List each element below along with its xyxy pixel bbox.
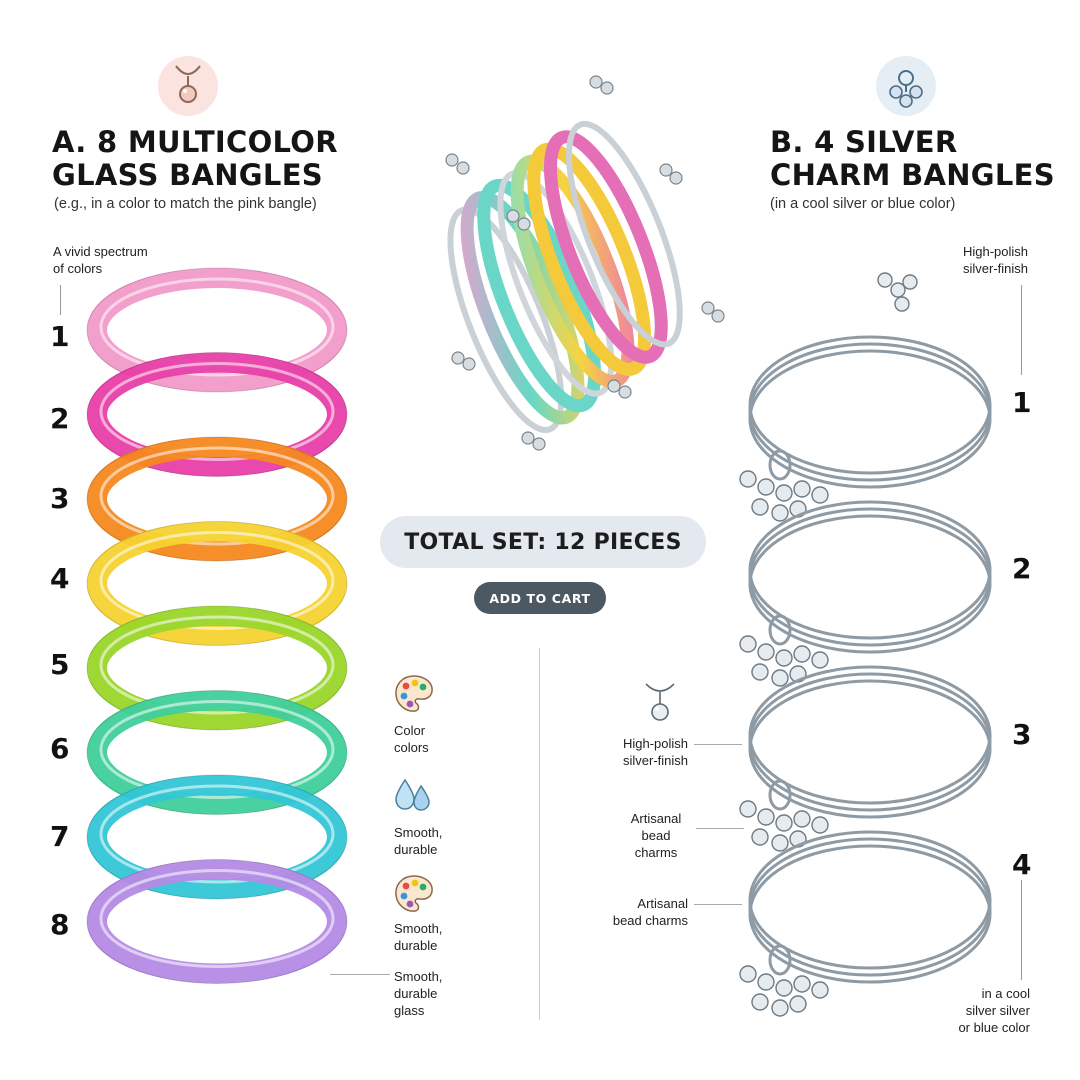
pendant-icon	[640, 678, 680, 728]
charm-badge	[876, 56, 936, 116]
silver-bangle-3	[739, 665, 992, 852]
bangle-number-6: 6	[50, 732, 70, 765]
callout-high-polish: High-polish silver-finish	[622, 736, 688, 768]
bangle-number-4: 4	[50, 562, 70, 595]
glass-bangle-1	[86, 267, 348, 393]
bead-charm	[775, 649, 793, 667]
glass-bangle-5	[86, 605, 348, 731]
palette-icon	[392, 872, 436, 916]
bead-charm	[793, 645, 811, 663]
right-subtitle: (in a cool silver or blue color)	[770, 196, 956, 212]
bead-charm	[757, 973, 775, 991]
bead-charm	[775, 814, 793, 832]
feature-leader	[330, 974, 390, 975]
left-subtitle: (e.g., in a color to match the pink bang…	[54, 196, 317, 212]
callout-leader	[694, 744, 742, 745]
bead-charm	[811, 981, 829, 999]
bangle-number-2: 2	[50, 402, 70, 435]
bangle-number-5: 5	[50, 648, 70, 681]
bead-charm	[757, 478, 775, 496]
silver-bangle-number-3: 3	[1012, 718, 1032, 751]
bead-charm	[739, 470, 757, 488]
feature-smooth-glass: Smooth, durable glass	[394, 969, 443, 1018]
callout-artisanal-1: Artisanal bead charms	[630, 811, 682, 860]
left-note: A vivid spectrum of colors	[53, 244, 148, 276]
bead-charm	[775, 484, 793, 502]
silver-bangle-number-4: 4	[1012, 848, 1032, 881]
callout-artisanal-2: Artisanal bead charms	[612, 896, 688, 928]
feature-smooth-2: Smooth, durable	[394, 921, 443, 953]
bangle-number-7: 7	[50, 820, 70, 853]
silver-bangle-4	[739, 830, 992, 1017]
bead-charm	[751, 498, 769, 516]
bead-charm	[793, 975, 811, 993]
bead-charm	[811, 816, 829, 834]
left-note-leader	[60, 285, 61, 315]
right-note: High-polish silver-finish	[962, 244, 1028, 276]
bangle-number-1: 1	[50, 320, 70, 353]
glass-bangle-8	[86, 859, 348, 984]
bangle-number-8: 8	[50, 908, 70, 941]
bead-charm	[751, 828, 769, 846]
callout-leader	[694, 904, 742, 905]
bead-charm	[739, 965, 757, 983]
silver-bangle-number-2: 2	[1012, 552, 1032, 585]
total-set-pill: TOTAL SET: 12 PIECES	[380, 516, 706, 568]
feature-color: Color colors	[394, 723, 429, 755]
bead-charm	[751, 993, 769, 1011]
silver-bangle-stack	[739, 272, 992, 1017]
bead-charm	[775, 979, 793, 997]
right-note-leader	[1021, 285, 1022, 375]
pendant-icon	[175, 65, 201, 103]
left-title: A. 8 MULTICOLOR GLASS BANGLES	[52, 125, 338, 192]
right-footer-note: in a cool silver silver or blue color	[958, 986, 1030, 1035]
bead-charm	[757, 808, 775, 826]
pendant-badge	[158, 56, 218, 116]
glass-bangle-stack	[86, 267, 348, 984]
water-drops-icon	[392, 776, 436, 816]
palette-icon	[392, 672, 436, 716]
glass-bangle-4	[86, 521, 348, 646]
bead-charm-icon	[889, 70, 923, 108]
feature-smooth-1: Smooth, durable	[394, 825, 443, 857]
bead-charm	[789, 995, 807, 1013]
bead-charm	[771, 669, 789, 687]
bead-charm	[771, 999, 789, 1017]
section-divider	[539, 648, 540, 1020]
silver-bangle-2	[739, 500, 992, 687]
bead-charm	[771, 834, 789, 852]
bead-charm	[811, 651, 829, 669]
bead-charm	[793, 480, 811, 498]
right-title: B. 4 SILVER CHARM BANGLES	[770, 125, 1055, 192]
bead-charm	[739, 635, 757, 653]
glass-bangle-6	[86, 690, 348, 815]
add-to-cart-button[interactable]: ADD TO CART	[474, 582, 606, 614]
bead-charm	[793, 810, 811, 828]
glass-bangle-3	[86, 436, 348, 562]
bead-charm	[751, 663, 769, 681]
glass-bangle-7	[86, 774, 348, 900]
product-photo	[445, 75, 725, 451]
bead-charm	[811, 486, 829, 504]
silver-bangle-number-1: 1	[1012, 386, 1032, 419]
bead-charm	[739, 800, 757, 818]
callout-leader	[696, 828, 744, 829]
footer-leader	[1021, 880, 1022, 980]
bangle-number-3: 3	[50, 482, 70, 515]
top-charm	[877, 272, 918, 312]
silver-bangle-1	[739, 335, 992, 522]
bead-charm	[757, 643, 775, 661]
glass-bangle-2	[86, 352, 348, 477]
bead-charm	[771, 504, 789, 522]
